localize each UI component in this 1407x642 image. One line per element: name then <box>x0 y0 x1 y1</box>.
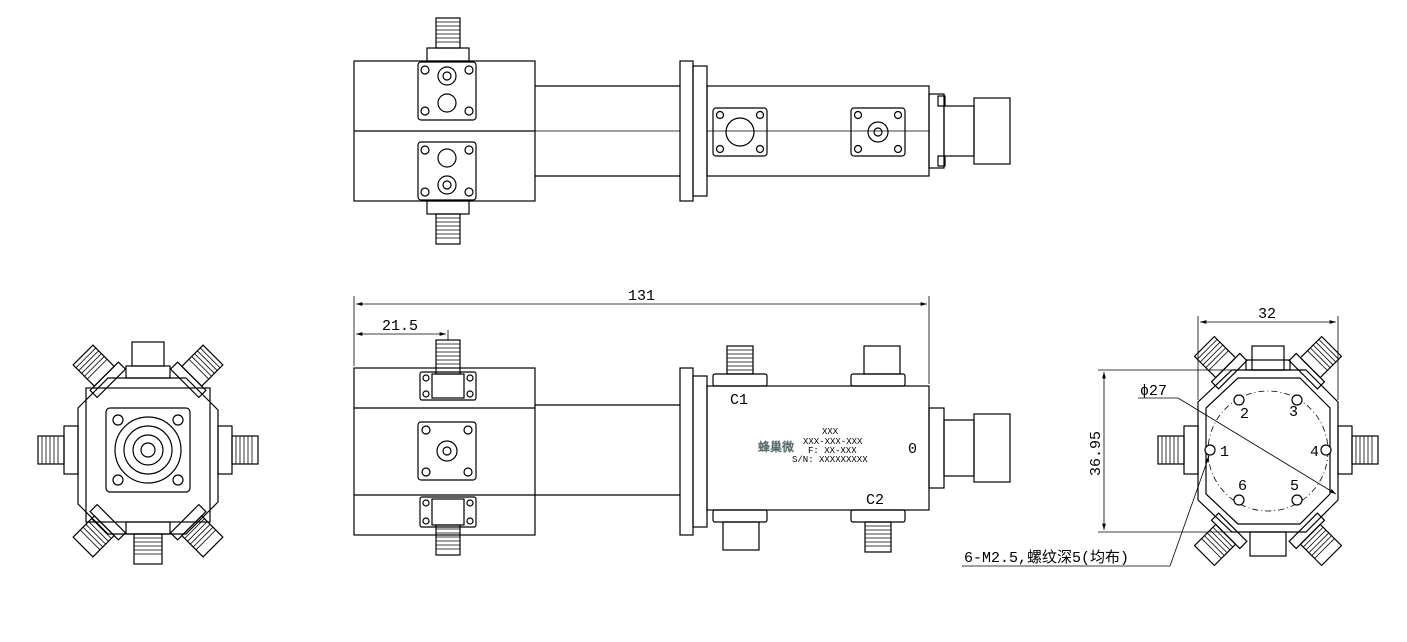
dimension-height: 36.95 <box>1088 369 1232 533</box>
thread-note: 6-M2.5,螺纹深5(均布) <box>964 549 1129 567</box>
hole-4 <box>1320 444 1332 456</box>
top-view <box>353 17 1011 245</box>
dim-36-95: 36.95 <box>1088 431 1105 476</box>
thread-note-leader: 6-M2.5,螺纹深5(均布) <box>962 455 1210 567</box>
logo-text: 蜂巢微 <box>758 439 795 454</box>
dim-bolt-circle: ϕ27 <box>1140 383 1167 400</box>
bottom-left-stub <box>712 509 768 551</box>
label-line2: XXX-XXX-XXX <box>803 437 863 447</box>
bolt-circle-leader: ϕ27 <box>1138 383 1337 495</box>
dimension-offset: 21.5 <box>356 318 449 340</box>
dimension-total-length: 131 <box>353 288 930 384</box>
port-label-c2: C2 <box>866 492 884 509</box>
hole-label-1: 1 <box>1220 444 1229 461</box>
hole-label-6: 6 <box>1238 478 1247 495</box>
product-label: 蜂巢微 XXX XXX-XXX-XXX F: XX-XXX S/N: XXXXX… <box>758 427 868 465</box>
front-sma-top <box>419 339 477 401</box>
front-view: C1 C2 0 蜂巢微 XXX XXX-XXX-XXX F: XX-XXX S/… <box>353 288 1011 556</box>
right-end-view: 1 2 3 4 5 6 <box>962 306 1379 567</box>
front-sma-bottom <box>419 496 477 556</box>
hole-label-3: 3 <box>1289 404 1298 421</box>
hole-1 <box>1204 444 1216 456</box>
front-center-flange <box>417 421 477 481</box>
hole-label-5: 5 <box>1290 478 1299 495</box>
hole-2 <box>1233 394 1245 406</box>
dimension-width: 32 <box>1197 306 1339 400</box>
hole-5 <box>1291 494 1303 506</box>
dim-131: 131 <box>628 288 655 305</box>
hole-label-4: 4 <box>1310 444 1319 461</box>
port-label-c1: C1 <box>730 392 748 409</box>
label-line4: S/N: XXXXXXXXX <box>792 455 868 465</box>
label-line3: F: XX-XXX <box>808 446 857 456</box>
hole-6 <box>1233 494 1245 506</box>
hole-3 <box>1291 394 1303 406</box>
c1-connector <box>712 345 768 387</box>
sma-connector-top <box>417 17 477 121</box>
dim-21-5: 21.5 <box>382 318 418 335</box>
port-flange-right <box>850 107 906 157</box>
dim-32: 32 <box>1258 306 1276 323</box>
sma-connector-bottom <box>417 141 477 245</box>
label-line1: XXX <box>822 427 839 437</box>
port-label-output: 0 <box>908 441 917 458</box>
top-right-stub <box>850 345 906 387</box>
port-flange-left <box>712 107 768 157</box>
c2-connector <box>850 509 906 553</box>
left-end-view <box>37 341 259 565</box>
hole-label-2: 2 <box>1240 406 1249 423</box>
